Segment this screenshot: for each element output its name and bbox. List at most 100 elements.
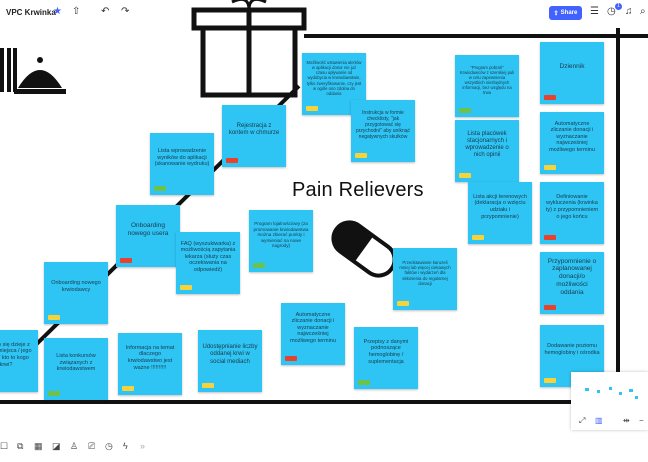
timer-icon[interactable]: ◷ [105,441,113,451]
shape-icon[interactable]: ◪ [52,441,61,451]
notification-badge: 1 [615,3,622,10]
sticky-note-tag [544,305,556,310]
frame-icon[interactable]: ⧉ [17,441,24,451]
sticky-note-tag [285,356,297,361]
sticky-note-text: Lista co się dzieje z krwią / miejsca / … [0,341,32,368]
sticky-note-tag [355,153,367,158]
star-icon[interactable]: ★ [53,6,62,17]
service-bell-icon [0,48,66,94]
zoom-out-icon[interactable]: − [639,416,644,425]
sticky-note-tag [472,235,484,240]
sticky-note[interactable]: Przepisy z danymi podnoszące hemoglobinę… [354,327,418,389]
sticky-note[interactable]: Lista placówek stacjonarnych i wprowadze… [455,120,519,182]
sticky-note-tag [48,315,60,320]
sticky-note[interactable]: Program lojalnościowy (za promowanie krw… [249,210,313,272]
sticky-note-tag [120,258,132,263]
sticky-note-tag [226,158,238,163]
sticky-note[interactable]: Automatyczne zliczanie donacji i wyznacz… [540,112,604,174]
sticky-note-text: Dziennik [559,63,585,71]
sticky-note-text: Automatyczne zliczanie donacji i wyznacz… [549,120,595,153]
sticky-note-tag [253,263,265,268]
sticky-note[interactable]: Onboarding nowego usera [116,205,180,267]
redo-icon[interactable]: ↷ [121,6,130,17]
comment-icon[interactable]: ☐ [0,441,9,451]
grid-icon[interactable]: ▦ [34,441,43,451]
bell-icon[interactable]: ♫ [625,6,633,17]
sticky-note[interactable]: FAQ (wyszukiwarka) z możliwością zapytan… [176,232,240,294]
sticky-note-tag [397,301,409,306]
sticky-note-text: Onboarding nowego krwiodawcy [51,280,101,293]
sticky-note-text: Onboarding nowego usera [127,222,169,237]
sticky-note-text: Lista placówek stacjonarnych i wprowadze… [465,130,509,159]
settings-sliders-icon[interactable]: ☰ [590,6,599,17]
sticky-note-text: Przedstawianie karuzeli mniej lub więcej… [399,260,451,286]
expand-icon[interactable]: ⤢ [579,416,586,425]
sticky-note-text: Informacja na temat dlaczego krwiodawstw… [125,344,175,371]
sticky-note-text: Automatyczne zliczanie donacji i wyznacz… [290,311,336,344]
sticky-note-text: Dodawanie poziomu hemoglobiny i ośrodka [544,343,600,356]
sticky-note[interactable]: Lista akcji terenowych (deklaracja o wzi… [468,182,532,244]
sticky-note[interactable]: Onboarding nowego krwiodawcy [44,262,108,324]
sticky-note-text: Udostępnianie liczby oddanej krwi w soci… [202,344,258,365]
sticky-note-text: Lista akcji terenowych (deklaracja o wzi… [473,193,527,220]
sticky-note[interactable]: Lista wprowadzenie wyników do aplikacji … [150,133,214,195]
sticky-note-tag [544,165,556,170]
sticky-note-tag [180,285,192,290]
minimap-preview [585,387,638,399]
sticky-note[interactable]: Przypomnienie o zaplanowanej donacji/o m… [540,252,604,314]
undo-icon[interactable]: ↶ [101,6,110,17]
sticky-note-text: FAQ (wyszukiwarka) z możliwością zapytan… [180,240,236,273]
board-title[interactable]: VPC Krwinka [6,8,56,17]
sticky-note-text: Definiowanie wykluczenia (krwinka ty) z … [545,193,599,220]
sticky-note-tag [544,378,556,383]
sticky-note-tag [306,106,318,111]
pill-icon [331,220,397,278]
section-title: Pain Relievers [292,179,424,201]
timer-icon[interactable]: ◷ [607,6,616,17]
share-label: Share [560,10,578,16]
sticky-note-tag [358,380,370,385]
sticky-note-tag [122,386,134,391]
like-icon[interactable]: ♙ [70,441,79,451]
sticky-note[interactable]: Rejestracja z kontem w chmurze [222,105,286,167]
map-icon[interactable]: ▥ [595,416,603,425]
sticky-note-tag [202,383,214,388]
share-button[interactable]: ⇪ Share [549,6,582,20]
minimap[interactable]: ⤢ ▥ ⇹ − [571,372,648,430]
sticky-note[interactable]: Udostępnianie liczby oddanej krwi w soci… [198,330,262,392]
sticky-note-tag [544,235,556,240]
search-icon[interactable]: ⌕ [640,6,646,17]
sticky-note[interactable]: Przedstawianie karuzeli mniej lub więcej… [393,248,457,310]
sticky-note-tag [459,173,471,178]
gift-icon [191,0,307,98]
video-icon[interactable]: ⎚ [88,441,96,451]
sticky-note-tag [544,95,556,100]
sticky-note-text: Możliwość ustawienia alertów w aplikacji… [306,60,362,96]
sticky-note[interactable]: Automatyczne zliczanie donacji i wyznacz… [281,303,345,365]
sticky-note[interactable]: Informacja na temat dlaczego krwiodawstw… [118,333,182,395]
more-icon[interactable]: » [140,441,146,451]
sticky-note-text: Rejestracja z kontem w chmurze [228,122,280,136]
sticky-note[interactable]: Lista co się dzieje z krwią / miejsca / … [0,330,38,392]
sticky-note[interactable]: "Program pobrań" Krwiodawców z szerokiej… [455,55,519,117]
fit-icon[interactable]: ⇹ [623,416,630,425]
top-bar: VPC Krwinka ★ ⇧ ↶ ↷ ⇪ Share ☰ ◷ 1 ♫ ⌕ [0,0,648,28]
sticky-note[interactable]: Instrukcja w formie checklisty, "jak prz… [351,100,415,162]
sticky-note-text: Lista konkursów związanych z krwiodawstw… [56,353,96,373]
lightning-icon[interactable]: ϟ [123,441,128,451]
upload-icon[interactable]: ⇧ [72,6,81,17]
sticky-note-text: Instrukcja w formie checklisty, "jak prz… [355,110,411,140]
sticky-note-text: Program lojalnościowy (za promowanie krw… [253,221,309,249]
sticky-note-text: "Program pobrań" Krwiodawców z szerokiej… [459,64,515,96]
share-icon: ⇪ [553,10,559,17]
sticky-note[interactable]: Lista konkursów związanych z krwiodawstw… [44,338,108,400]
sticky-note-tag [154,186,166,191]
sticky-note-text: Lista wprowadzenie wyników do aplikacji … [154,148,210,168]
sticky-note-text: Przepisy z danymi podnoszące hemoglobinę… [363,338,409,365]
sticky-note[interactable]: Definiowanie wykluczenia (krwinka ty) z … [540,182,604,244]
sticky-note-tag [459,108,471,113]
sticky-note[interactable]: Dziennik [540,42,604,104]
sticky-note-tag [48,391,60,396]
sticky-note-text: Przypomnienie o zaplanowanej donacji/o m… [547,257,597,296]
